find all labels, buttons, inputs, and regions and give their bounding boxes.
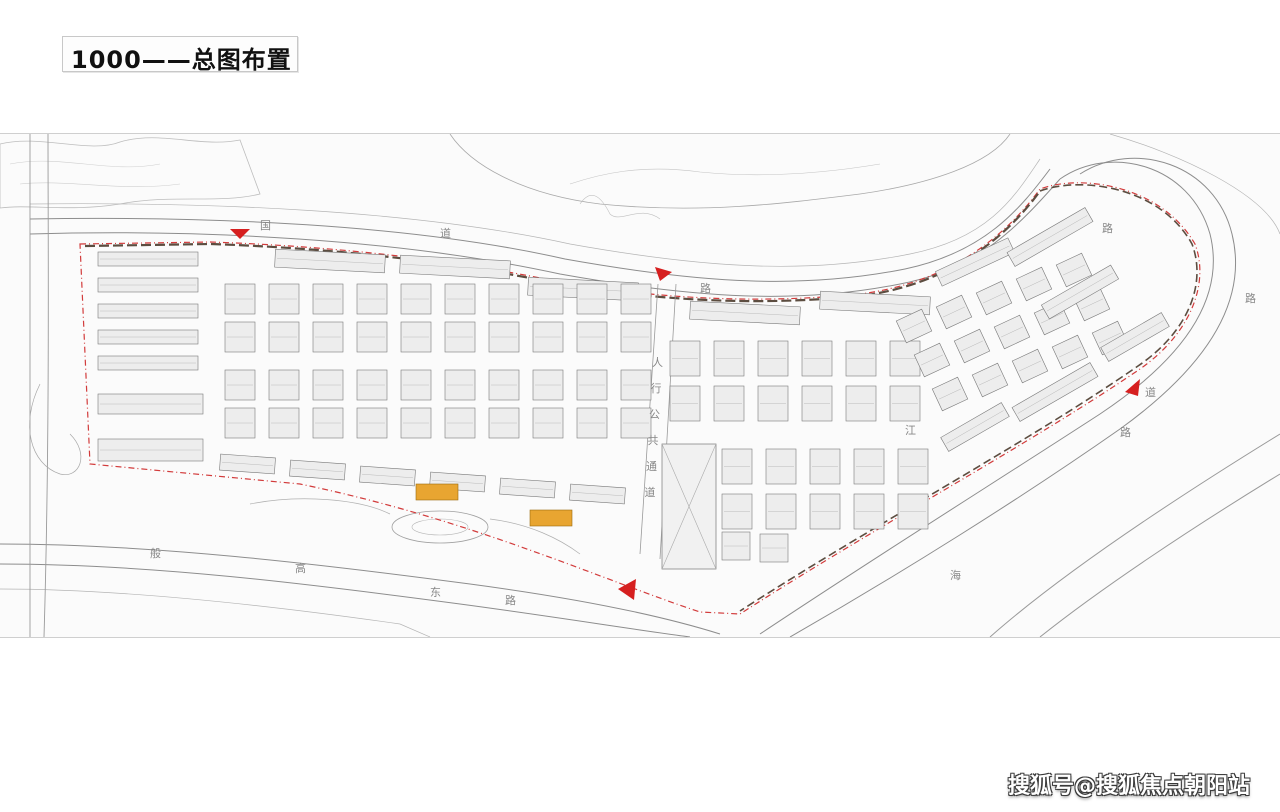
roundabout xyxy=(391,510,489,544)
title-box: 1000——总图布置 xyxy=(62,36,298,74)
east-fire-lane xyxy=(739,184,1198,612)
public-passage-label: 公 xyxy=(649,408,660,421)
watermark: 搜狐号@搜狐焦点朝阳站 xyxy=(1007,774,1250,799)
road-label: 国 xyxy=(260,219,271,232)
road-label: 东 xyxy=(430,586,441,599)
road-label: 道 xyxy=(1145,385,1156,399)
site-plan-drawing: 国道路路路般高东路海江路道 人行公共通道 xyxy=(0,133,1280,638)
east-road-edge xyxy=(759,161,1214,635)
road-label: 高 xyxy=(295,561,306,575)
public-passage-label: 共 xyxy=(648,434,659,447)
public-passage-label: 通 xyxy=(646,460,657,473)
page-title: 1000——总图布置 xyxy=(71,46,292,74)
park-edge xyxy=(449,134,1011,209)
site-boundary-line xyxy=(79,182,1201,615)
entrance-arrow-east xyxy=(1125,379,1140,396)
road-label: 路 xyxy=(1120,426,1131,439)
road-label: 江 xyxy=(905,424,916,437)
public-passage-label: 道 xyxy=(645,485,656,499)
road-label: 路 xyxy=(700,282,711,295)
entrance-arrow-north-west xyxy=(230,229,250,239)
public-passage-label: 人 xyxy=(652,356,663,369)
road-label: 路 xyxy=(1245,292,1256,305)
south-road-edge xyxy=(0,543,721,635)
highlighted-unit xyxy=(415,483,459,501)
road-label: 路 xyxy=(505,594,516,607)
road-label: 路 xyxy=(1102,222,1113,235)
public-passage-label: 行 xyxy=(651,382,662,395)
landscape-contour xyxy=(0,137,261,209)
entrance-arrow-north xyxy=(655,267,672,281)
highlighted-unit xyxy=(529,509,573,527)
entrance-arrow-south xyxy=(618,579,636,600)
buildings-layer xyxy=(97,207,1170,563)
road-label: 海 xyxy=(950,568,961,582)
site-plan-svg: 国道路路路般高东路海江路道 人行公共通道 xyxy=(0,134,1280,637)
road-label: 道 xyxy=(440,226,451,240)
road-label: 般 xyxy=(150,547,161,560)
